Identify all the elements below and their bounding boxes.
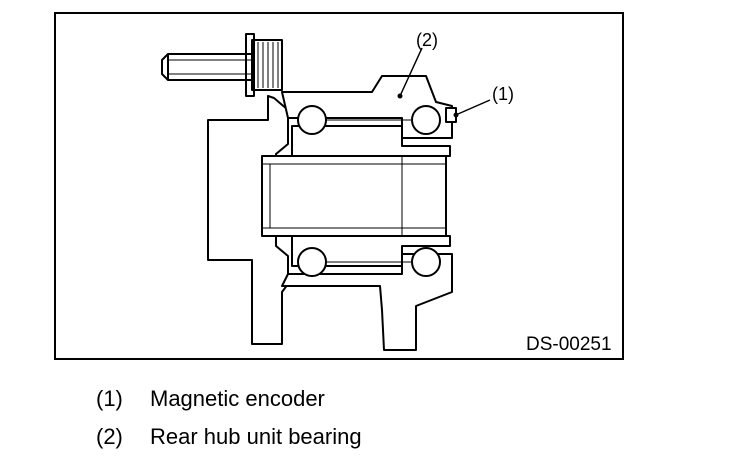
legend-number: (2)	[96, 424, 123, 449]
callout-2: (2)	[416, 30, 438, 50]
inner-race-lower	[291, 235, 451, 267]
legend-label: Magnetic encoder	[150, 386, 325, 411]
hub-bore	[261, 155, 447, 237]
bearing-ball	[411, 247, 441, 277]
leader-line-1	[457, 99, 491, 115]
leader-line-2	[399, 47, 423, 97]
bearing-ball	[297, 247, 327, 277]
inner-race-upper	[291, 125, 451, 157]
figure-code: DS-00251	[526, 334, 612, 355]
outer-race-upper	[281, 75, 453, 139]
bearing-ball	[297, 105, 327, 135]
legend-label: Rear hub unit bearing	[150, 424, 362, 449]
legend-number: (1)	[96, 386, 123, 411]
wheel-stud	[161, 33, 283, 97]
bearing-ball	[411, 105, 441, 135]
hub-bearing-diagram: (2) (1) DS-00251	[54, 12, 624, 360]
callout-1: (1)	[492, 84, 514, 104]
cross-section-drawing: (2) (1) DS-00251	[161, 30, 612, 355]
outer-race-lower	[281, 253, 453, 351]
